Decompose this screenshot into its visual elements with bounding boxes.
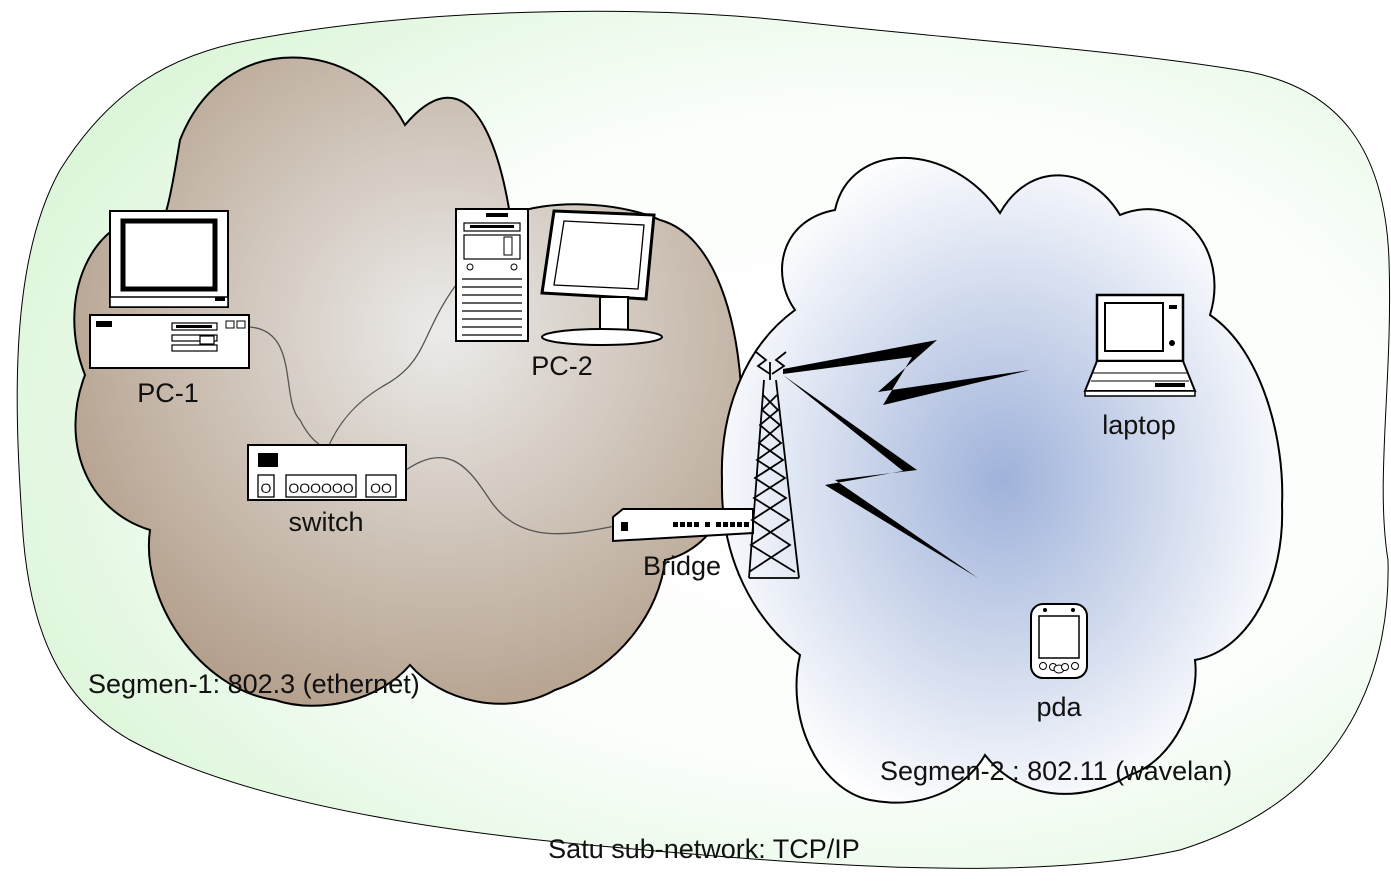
switch-icon[interactable]: O OOOOOO OO — [247, 444, 407, 501]
cables — [248, 276, 616, 535]
cable-pc1-switch — [248, 326, 328, 451]
radio-tower-icon[interactable] — [748, 351, 800, 579]
subnetwork-title: Satu sub-network: TCP/IP — [548, 834, 860, 864]
tower-server-monitor-icon[interactable] — [455, 208, 663, 346]
pc2-label: PC-2 — [531, 351, 593, 381]
pda-icon[interactable] — [1030, 603, 1088, 679]
pc1-label: PC-1 — [137, 378, 199, 408]
switch-port-label: O — [261, 480, 272, 496]
laptop-icon[interactable] — [1083, 293, 1197, 397]
switch-label: switch — [288, 507, 363, 537]
bridge-label: Bridge — [643, 551, 721, 581]
pda-label: pda — [1036, 692, 1082, 722]
wireless-bolt-laptop — [783, 340, 1030, 405]
segment-2-label: Segmen-2 : 802.11 (wavelan) — [880, 756, 1232, 786]
switch-port-panel-2: OO — [370, 480, 392, 496]
cable-switch-bridge — [405, 457, 616, 535]
desktop-computer-icon[interactable] — [89, 210, 250, 369]
cable-pc2-switch — [326, 276, 463, 451]
switch-port-panel: OOOOOO — [288, 480, 353, 496]
laptop-label: laptop — [1102, 410, 1176, 440]
segment-1-label: Segmen-1: 802.3 (ethernet) — [88, 669, 420, 699]
bridge-device-icon[interactable] — [612, 508, 754, 543]
